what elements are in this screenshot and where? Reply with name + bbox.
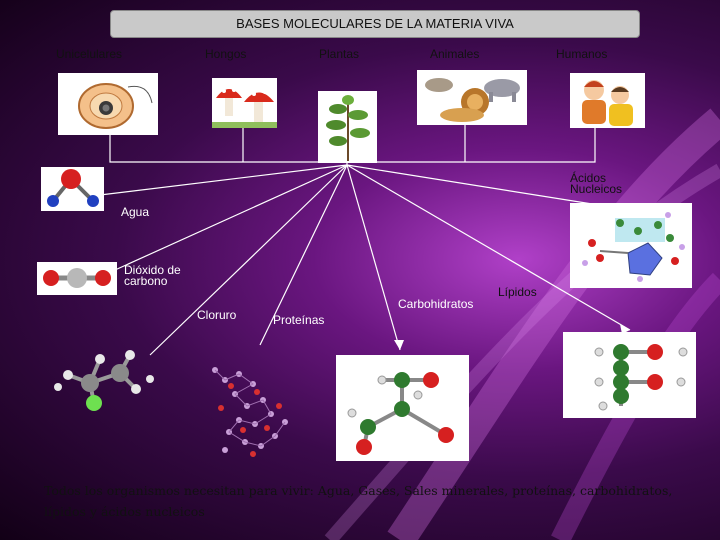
label-animales: Animales <box>430 47 480 61</box>
plant-image <box>318 91 377 163</box>
co2-molecule-image <box>37 262 117 295</box>
chloride-molecule-image <box>50 345 160 415</box>
nucleic-acid-image <box>570 203 692 288</box>
label-unicelulares: Unicelulares <box>56 47 123 61</box>
label-humanos: Humanos <box>556 47 608 61</box>
summary-line-1: Todos los organismos necesitan para vivi… <box>44 483 673 498</box>
fungi-image <box>212 78 277 128</box>
water-molecule-image <box>41 167 104 211</box>
label-dioxido-de-carbono: Dióxido de carbono <box>124 263 181 288</box>
label-lipidos: Lípidos <box>498 285 537 299</box>
label-cloruro: Cloruro <box>197 308 237 322</box>
label-dioxido-line1: Dióxido de <box>124 263 181 277</box>
label-dioxido-line2: carbono <box>124 274 168 288</box>
carbohydrate-image <box>336 355 469 461</box>
label-acidos-line1: Ácidos <box>570 171 607 185</box>
label-plantas: Plantas <box>319 47 360 61</box>
label-hongos: Hongos <box>205 47 247 61</box>
summary-line-2: lípidos y ácidos nucleicos <box>44 504 205 519</box>
summary-text: Todos los organismos necesitan para vivi… <box>44 480 694 522</box>
label-carbohidratos: Carbohidratos <box>398 297 474 311</box>
label-proteinas: Proteínas <box>273 313 325 327</box>
humans-image <box>570 73 645 128</box>
page-title: BASES MOLECULARES DE LA MATERIA VIVA <box>110 10 640 38</box>
protein-molecule-image <box>195 350 305 470</box>
lipid-image <box>563 332 696 418</box>
label-acidos-line2: Nucleicos <box>570 182 623 196</box>
animals-image <box>417 70 527 125</box>
unicellular-image <box>58 73 158 135</box>
label-agua: Agua <box>121 205 150 219</box>
label-acidos-nucleicos: Ácidos Nucleicos <box>570 171 623 196</box>
